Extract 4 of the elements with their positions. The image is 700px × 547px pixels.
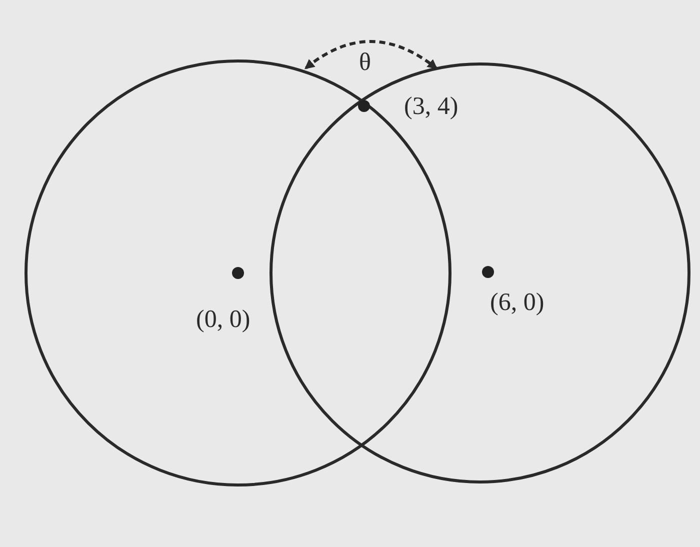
angle-label: θ [359,50,371,75]
point-label: (3, 4) [404,94,458,119]
point-label: (6, 0) [490,290,544,315]
point-label: (0, 0) [196,307,250,332]
